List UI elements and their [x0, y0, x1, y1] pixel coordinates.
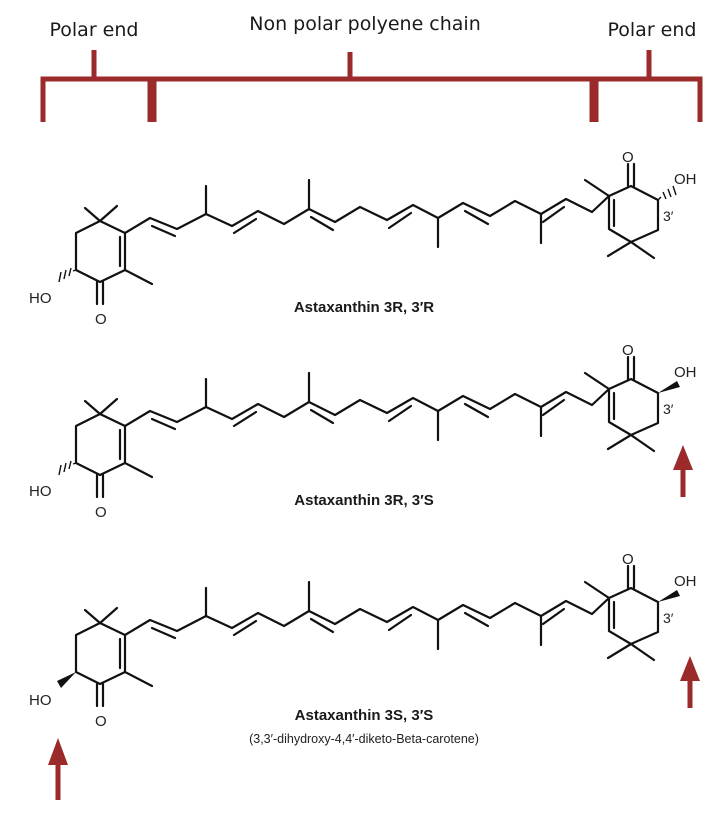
polyene-chain-label: Non polar polyene chain [249, 13, 481, 35]
right-polar-label: Polar end [608, 19, 697, 41]
wedge-bond-left [57, 672, 76, 688]
ketone-o-label-right: O [622, 342, 634, 359]
structure-caption: Astaxanthin 3S, 3′S [295, 707, 434, 724]
structure-subtitle: (3,3′-dihydroxy-4,4′-diketo-Beta-caroten… [249, 732, 479, 746]
ho-label: HO [29, 290, 52, 307]
up-arrow-icon [680, 656, 700, 708]
ho-label: HO [29, 692, 52, 709]
locant-label: 3′ [663, 610, 674, 626]
ketone-o-label-left: O [95, 713, 107, 730]
up-arrow-icon [673, 445, 693, 497]
oh-label: OH [674, 573, 697, 590]
structure-caption: Astaxanthin 3R, 3′S [294, 492, 433, 509]
locant-label: 3′ [663, 401, 674, 417]
wedge-bond-right [658, 590, 680, 602]
region-brackets [40, 50, 703, 122]
left-polar-label: Polar end [50, 19, 139, 41]
oh-label: OH [674, 171, 697, 188]
up-arrow-icon [48, 738, 68, 800]
structure-3s-3s: HO O O OH 3′ Astaxanthin 3S, 3′S (3,3′-d… [29, 551, 697, 746]
middle-bracket [151, 52, 595, 122]
structure-3r-3s: HO O O OH 3′ Astaxanthin 3R, 3′S [29, 342, 697, 521]
structure-3r-3r: HO O O OH 3′ Astaxanthin 3R, 3′R [29, 149, 697, 328]
hashed-bond-right [657, 185, 677, 201]
ketone-o-label-left: O [95, 504, 107, 521]
hashed-bond-left [58, 460, 77, 476]
wedge-bond-right [658, 381, 680, 393]
ketone-o-label-right: O [622, 149, 634, 166]
oh-label: OH [674, 364, 697, 381]
molecule-skeleton [74, 162, 660, 306]
ketone-o-label-left: O [95, 311, 107, 328]
hashed-bond-left [58, 267, 77, 283]
locant-label: 3′ [663, 208, 674, 224]
structure-caption: Astaxanthin 3R, 3′R [294, 299, 434, 316]
stereocenter-markers [48, 445, 700, 800]
left-bracket [40, 50, 153, 122]
ho-label: HO [29, 483, 52, 500]
molecule-skeleton [74, 564, 660, 708]
ketone-o-label-right: O [622, 551, 634, 568]
molecule-skeleton [74, 355, 660, 499]
right-bracket [593, 50, 703, 122]
